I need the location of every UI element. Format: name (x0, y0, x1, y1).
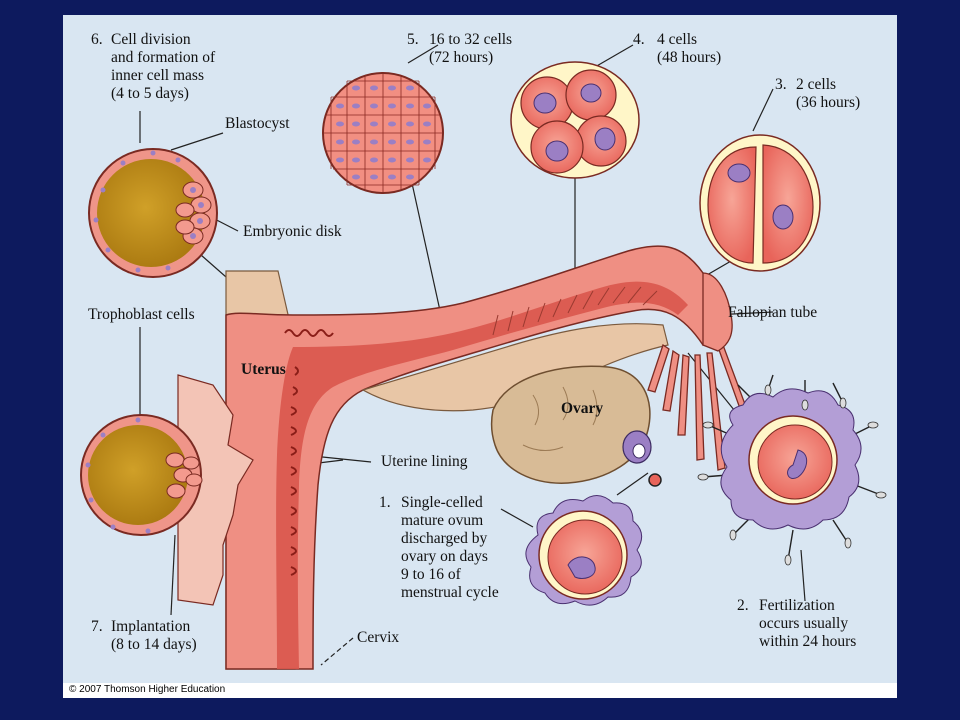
slide-panel: 6. Cell division and formation of inner … (63, 15, 897, 698)
step7-label: Implantation (8 to 14 days) (111, 618, 197, 653)
embryonic-disk-label: Embryonic disk (243, 223, 342, 240)
step1-number: 1. (379, 494, 391, 511)
uterus-anatomy (225, 245, 760, 670)
ovary-label: Ovary (561, 400, 604, 417)
ovum (525, 473, 662, 606)
morula (322, 72, 444, 194)
step2-number: 2. (737, 597, 749, 614)
step4-number: 4. (633, 31, 645, 48)
implantation (80, 374, 254, 606)
cervix-label: Cervix (357, 629, 400, 646)
blastocyst-label: Blastocyst (225, 115, 290, 132)
step3-label: 2 cells (36 hours) (796, 76, 861, 111)
step6-number: 6. (91, 31, 103, 48)
step3-number: 3. (775, 76, 787, 93)
step7-number: 7. (91, 618, 103, 635)
step6-label: Cell division and formation of inner cel… (111, 31, 216, 102)
fallopian-tube-label: Fallopian tube (728, 304, 818, 321)
step4-label: 4 cells (48 hours) (657, 31, 722, 66)
blastocyst (88, 148, 218, 278)
footer-bar: © 2007 Thomson Higher Education (63, 683, 897, 698)
reproductive-diagram (80, 44, 887, 670)
two-cell-embryo (699, 134, 821, 272)
uterus-label: Uterus (241, 361, 286, 378)
fertilization (697, 374, 887, 566)
step5-number: 5. (407, 31, 419, 48)
four-cell-embryo (510, 61, 640, 179)
trophoblast-cells-label: Trophoblast cells (88, 306, 195, 323)
uterine-lining-label: Uterine lining (381, 453, 468, 470)
copyright-text: © 2007 Thomson Higher Education (69, 684, 226, 695)
step1-label: Single-celled mature ovum discharged by … (401, 494, 499, 601)
step5-label: 16 to 32 cells (72 hours) (429, 31, 513, 66)
step2-label: Fertilization occurs usually within 24 h… (759, 597, 857, 650)
